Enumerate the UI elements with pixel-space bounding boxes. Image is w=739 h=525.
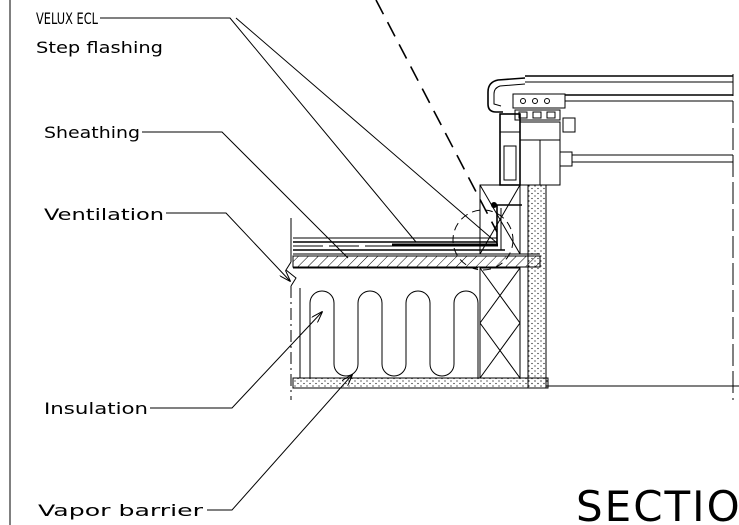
label-insulation: Insulation (44, 399, 148, 418)
insulation-batts (299, 288, 479, 378)
label-velux-ecl: VELUX ECL (36, 9, 98, 28)
leader-sheathing (142, 131, 349, 259)
glazing-pane (565, 94, 733, 102)
skylight-cladding (487, 75, 733, 113)
fastener-screw (491, 202, 522, 208)
step-flashing (392, 205, 502, 250)
frame-rail (559, 151, 733, 167)
sheathing-layer (292, 255, 541, 268)
leader-velux-ecl (100, 17, 498, 244)
leader-insulation (150, 312, 322, 409)
label-ventilation: Ventilation (44, 205, 164, 224)
leader-vapor-barrier (207, 375, 352, 511)
label-step-flashing: Step flashing (36, 38, 163, 57)
curb-interior-finish (527, 184, 547, 389)
label-sheathing: Sheathing (44, 123, 140, 142)
detail-circle (452, 209, 514, 271)
dashed-sight-line (375, 0, 498, 233)
skylight-frame (499, 113, 576, 186)
leader-ventilation (166, 212, 290, 281)
break-line-left (285, 218, 297, 400)
label-vapor-barrier: Vapor barrier (38, 501, 204, 520)
vapor-barrier-layer (292, 377, 549, 389)
section-title: SECTION (576, 482, 739, 525)
curb-framing (479, 184, 521, 379)
